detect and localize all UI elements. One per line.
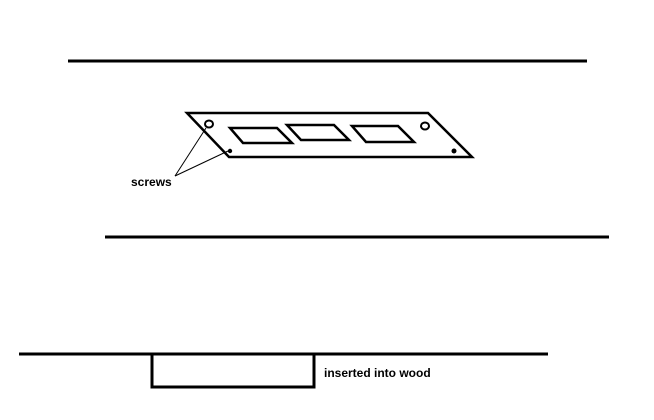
screw-hole-top-left	[204, 119, 214, 129]
mounting-plate	[184, 111, 476, 159]
screws-label: screws	[131, 175, 172, 189]
inserted-block	[150, 354, 316, 389]
screw-dot-bottom-right	[451, 148, 457, 154]
screw-hole-top-right	[420, 121, 430, 131]
plate-slot-3	[349, 124, 418, 144]
screw-dot-bottom-left	[227, 148, 233, 154]
screws-pointer-1	[174, 127, 207, 177]
inserted-label: inserted into wood	[324, 366, 431, 380]
plate-slot-2	[284, 123, 353, 142]
screws-pointer-2	[174, 150, 229, 177]
plate-slot-1	[227, 126, 296, 145]
